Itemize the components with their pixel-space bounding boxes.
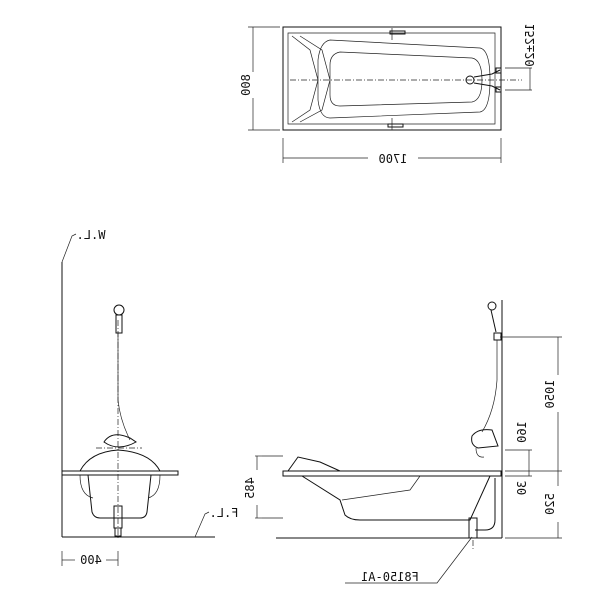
overflow-pipe xyxy=(475,478,496,531)
top-view: 800 1700 152±20 xyxy=(239,23,537,166)
wall-label: W.L. xyxy=(77,228,106,242)
drain-fitting xyxy=(468,517,478,539)
tub-basin-inner xyxy=(329,51,483,107)
side-view: 1050 520 160 30 F8150-A1 xyxy=(262,300,562,584)
tub-outline-top xyxy=(282,26,502,131)
tub-rim-end xyxy=(61,470,179,476)
floor-label: F.L. xyxy=(210,506,239,520)
faucet-spacing-dim: 152±20 xyxy=(523,23,537,66)
drain-icon xyxy=(465,75,475,85)
end-view: W.L. F.L. 400 485 xyxy=(61,228,262,567)
height-dim: 485 xyxy=(243,477,257,499)
tub-rim-side xyxy=(282,470,502,477)
depth-dim: 800 xyxy=(239,74,253,96)
part-number: F8150-A1 xyxy=(361,570,419,584)
tub-basin-outer xyxy=(317,39,491,119)
offset-dim: 400 xyxy=(80,553,102,567)
faucet-icon xyxy=(103,434,137,448)
shower-bracket xyxy=(493,332,502,341)
width-dim: 1700 xyxy=(379,152,408,166)
rim-dim: 30 xyxy=(515,481,529,495)
shower-head-icon-side xyxy=(487,301,497,311)
shower-height-dim: 1050 xyxy=(543,380,557,409)
rim-height-dim: 520 xyxy=(543,493,557,515)
shower-head-icon xyxy=(113,304,125,316)
faucet-icon-side xyxy=(471,429,499,449)
faucet-height-dim: 160 xyxy=(515,421,529,443)
